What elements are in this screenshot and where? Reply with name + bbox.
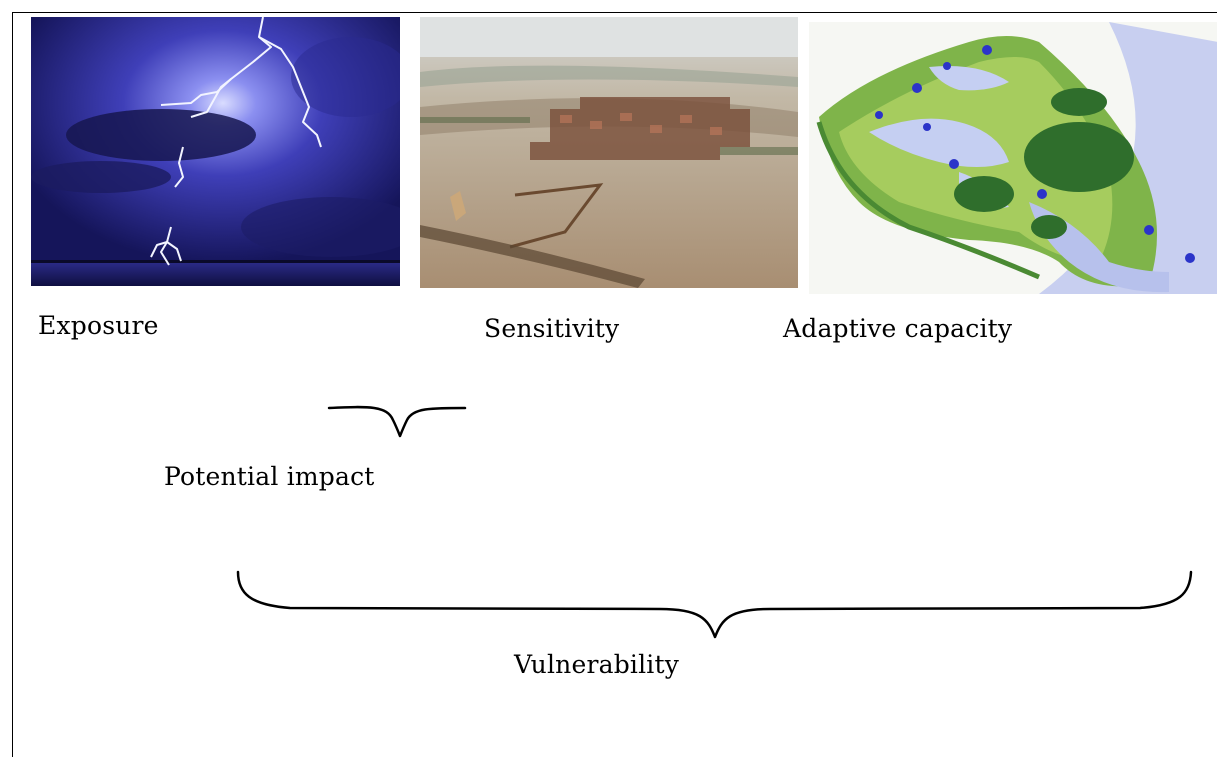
- adaptive-capacity-label: Adaptive capacity: [783, 314, 1013, 343]
- vulnerability-brace: [236, 570, 1193, 639]
- potential-impact-label: Potential impact: [164, 462, 375, 491]
- figure-frame: [12, 12, 1217, 757]
- flooded-town-image: [420, 17, 798, 288]
- floodplain-map-image: [809, 22, 1217, 294]
- vulnerability-label: Vulnerability: [514, 650, 680, 679]
- sensitivity-label: Sensitivity: [484, 314, 620, 343]
- lightning-storm-image: [31, 17, 400, 286]
- exposure-label: Exposure: [38, 311, 159, 340]
- potential-impact-brace: [327, 405, 467, 438]
